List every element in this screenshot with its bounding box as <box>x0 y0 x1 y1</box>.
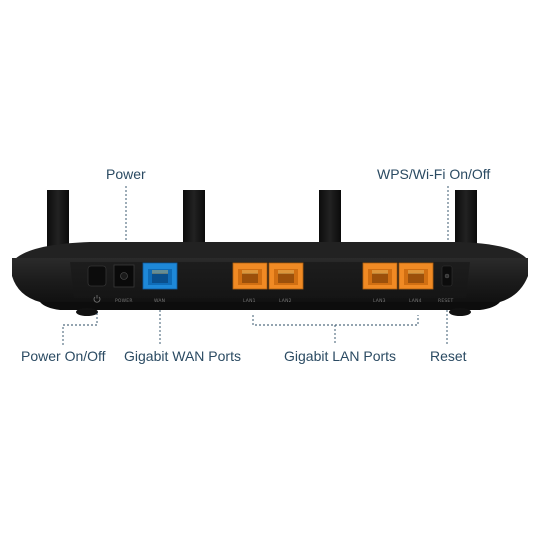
reset-port-label: RESET <box>438 298 453 304</box>
reset-pinhole[interactable] <box>444 273 450 279</box>
callout-line-power-onoff <box>62 312 98 345</box>
callout-gigabit-lan: Gigabit LAN Ports <box>284 348 397 364</box>
callout-reset: Reset <box>430 348 467 364</box>
lan2-label: LAN2 <box>279 298 292 304</box>
lan-port-1[interactable] <box>232 262 268 290</box>
wan-port[interactable] <box>142 262 178 290</box>
wan-port-label: WAN <box>154 298 165 304</box>
callout-wps-wifi: WPS/Wi-Fi On/Off <box>377 166 491 182</box>
callout-power: Power <box>106 166 146 182</box>
callout-line-lan <box>252 315 419 326</box>
lan-port-3[interactable] <box>362 262 398 290</box>
lan1-label: LAN1 <box>243 298 256 304</box>
power-icon <box>93 295 101 303</box>
lan-port-2[interactable] <box>268 262 304 290</box>
router-foot-right <box>449 308 471 316</box>
callout-power-on-off: Power On/Off <box>21 348 106 364</box>
lan-port-4[interactable] <box>398 262 434 290</box>
power-button[interactable] <box>87 265 107 287</box>
router-foot-left <box>76 308 98 316</box>
callout-gigabit-wan: Gigabit WAN Ports <box>124 348 241 364</box>
power-port-label: POWER <box>115 298 133 304</box>
lan4-label: LAN4 <box>409 298 422 304</box>
lan3-label: LAN3 <box>373 298 386 304</box>
